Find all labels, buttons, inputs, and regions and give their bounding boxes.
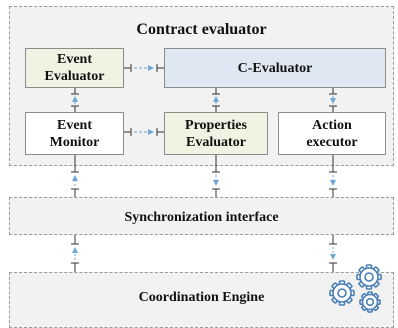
event-monitor-line2: Monitor <box>49 134 100 150</box>
properties-evaluator-line1: Properties <box>185 117 247 133</box>
connector-event-monitor-to-properties-evaluator <box>124 128 164 136</box>
coordination-engine-panel: Coordination Engine <box>9 272 394 328</box>
connector-properties-evaluator-to-c-evaluator <box>212 88 220 112</box>
connector-event-evaluator-to-c-evaluator <box>124 64 164 72</box>
connector-sync-to-event-monitor <box>71 155 79 197</box>
synchronization-interface-label: Synchronization interface <box>124 210 279 225</box>
event-monitor-line1: Event <box>57 117 92 133</box>
c-evaluator-box: C-Evaluator <box>164 48 386 88</box>
connector-properties-evaluator-to-sync <box>212 155 220 197</box>
action-executor-line2: executor <box>306 134 358 150</box>
connector-sync-to-coordination <box>329 235 337 272</box>
properties-evaluator-box: Properties Evaluator <box>164 112 268 155</box>
c-evaluator-label: C-Evaluator <box>237 60 313 76</box>
event-evaluator-box: Event Evaluator <box>25 48 124 88</box>
connector-coordination-to-sync <box>71 235 79 272</box>
contract-evaluator-title: Contract evaluator <box>136 21 267 38</box>
coordination-engine-label: Coordination Engine <box>138 290 265 305</box>
connector-action-executor-to-sync <box>329 155 337 197</box>
event-evaluator-line2: Evaluator <box>44 69 105 84</box>
connector-c-evaluator-to-action-executor <box>329 88 337 112</box>
action-executor-box: Action executor <box>278 112 386 155</box>
event-monitor-box: Event Monitor <box>25 112 124 155</box>
synchronization-interface-panel: Synchronization interface <box>9 197 394 235</box>
event-evaluator-line1: Event <box>57 52 92 67</box>
properties-evaluator-line2: Evaluator <box>186 134 246 150</box>
connector-event-monitor-to-event-evaluator <box>71 88 79 112</box>
gears-icon <box>329 264 382 313</box>
action-executor-line1: Action <box>312 117 352 133</box>
connector-wires <box>71 64 337 272</box>
